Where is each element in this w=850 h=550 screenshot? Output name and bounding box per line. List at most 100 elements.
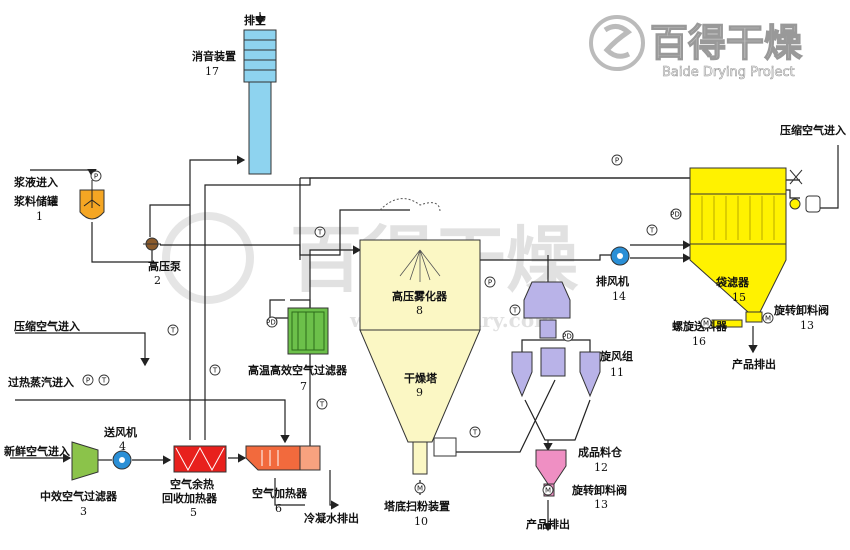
dryer-tower	[359, 198, 481, 475]
slurry-in-label: 浆液进入	[14, 175, 58, 189]
heat-recovery-number: 5	[190, 506, 197, 519]
medium-filter-number: 3	[80, 505, 87, 518]
agitator-icon	[83, 199, 101, 207]
bag-filter-number: 15	[732, 291, 746, 304]
svg-text:PDI: PDI	[670, 211, 682, 219]
blower-label: 送风机	[103, 425, 137, 439]
pressure-gauge-icon: P	[611, 154, 623, 166]
exhaust-fan	[610, 246, 630, 266]
bag-filter-label: 袋滤器	[715, 275, 750, 289]
temperature-sensor-icon: T	[167, 324, 179, 336]
company-logo: 百得干燥 Baide Drying Project	[589, 15, 804, 80]
svg-text:M: M	[765, 315, 771, 323]
screw-conveyor-label: 螺旋送料器	[672, 319, 728, 333]
svg-text:PDI: PDI	[266, 319, 278, 327]
svg-text:T: T	[212, 367, 218, 375]
pdi-gauge-icon: PDI	[266, 316, 278, 328]
hp-pump	[143, 237, 161, 251]
svg-text:P: P	[615, 157, 619, 165]
compressed-air-in-left-label: 压缩空气进入	[14, 319, 80, 333]
silencer-number: 17	[205, 65, 219, 78]
sweeper-number: 10	[414, 515, 428, 528]
temperature-sensor-icon: T	[316, 398, 328, 410]
product-bin-number: 12	[594, 461, 608, 474]
cyclone-number: 11	[610, 366, 624, 379]
temperature-sensor-icon: T	[469, 426, 481, 438]
product-bin-label: 成品料仓	[578, 445, 623, 459]
slurry-tank-number: 1	[36, 210, 43, 223]
atomizer-number: 8	[416, 304, 423, 317]
pipes	[10, 12, 839, 532]
cyclone-label: 旋风组	[599, 349, 633, 363]
svg-text:M: M	[545, 487, 551, 495]
svg-text:T: T	[319, 401, 325, 409]
heat-recovery-label-2: 回收加热器	[162, 491, 218, 505]
pressure-gauge-icon: P	[82, 374, 94, 386]
atomizer-label: 高压雾化器	[392, 289, 448, 303]
svg-text:T: T	[512, 307, 518, 315]
blower-number: 4	[119, 440, 126, 453]
heat-recovery-heater	[173, 445, 227, 473]
condensate-label: 冷凝水排出	[304, 511, 359, 525]
slurry-tank-label: 浆料储罐	[14, 194, 58, 208]
air-heater-label: 空气加热器	[252, 486, 308, 500]
rotary-valve-bottom-label: 旋转卸料阀	[571, 483, 627, 497]
sweeper-label: 塔底扫粉装置	[384, 499, 450, 513]
exhaust-fan-number: 14	[612, 290, 626, 303]
svg-text:T: T	[472, 429, 478, 437]
logo-swirl-icon	[603, 24, 633, 59]
svg-text:M: M	[417, 485, 423, 493]
watermark-logo-icon	[162, 212, 254, 304]
instruments: P T P T T T PDI T T P T PDI P PDI T M M …	[82, 154, 774, 496]
medium-filter-label: 中效空气过滤器	[40, 489, 118, 503]
cyclone-group	[511, 281, 601, 398]
product-out-right-label: 产品排出	[732, 357, 776, 371]
pressure-gauge-icon: P	[90, 170, 102, 182]
rotary-valve-right-label: 旋转卸料阀	[773, 303, 829, 317]
hepa-filter-number: 7	[300, 380, 307, 393]
hepa-filter	[287, 307, 329, 355]
svg-text:T: T	[649, 227, 655, 235]
temperature-sensor-icon: T	[209, 364, 221, 376]
svg-text:T: T	[101, 377, 107, 385]
fresh-air-in-label: 新鲜空气进入	[4, 444, 70, 458]
svg-text:P: P	[488, 279, 492, 287]
rotary-valve-right-number: 13	[800, 319, 814, 332]
svg-text:T: T	[317, 229, 323, 237]
slurry-tank	[79, 180, 105, 220]
svg-text:PDI: PDI	[562, 333, 574, 341]
logo-chinese: 百得干燥	[650, 20, 803, 65]
svg-text:T: T	[170, 327, 176, 335]
svg-text:P: P	[94, 173, 98, 181]
steam-in-label: 过热蒸汽进入	[8, 375, 74, 389]
air-heater	[245, 445, 321, 471]
motor-icon: M	[762, 312, 774, 324]
motor-icon: M	[414, 482, 426, 494]
svg-text:M: M	[703, 320, 709, 328]
svg-text:P: P	[86, 377, 90, 385]
temperature-sensor-icon: T	[314, 226, 326, 238]
pdi-gauge-icon: PDI	[670, 208, 682, 220]
rotary-valve-bottom-number: 13	[594, 498, 608, 511]
product-out-bottom-label: 产品排出	[526, 517, 570, 531]
dryer-number: 9	[416, 386, 423, 399]
pressure-gauge-icon: P	[484, 276, 496, 288]
hp-pump-label: 高压泵	[148, 259, 181, 273]
silencer	[243, 29, 277, 175]
air-heater-number: 6	[275, 502, 282, 515]
logo-circle-icon	[589, 15, 645, 71]
medium-filter	[71, 441, 99, 481]
compressed-air-in-right-label: 压缩空气进入	[780, 123, 846, 137]
pulse-valve-icon	[789, 169, 821, 213]
temperature-sensor-icon: T	[509, 304, 521, 316]
bag-filter	[689, 167, 787, 328]
motor-icon: M	[700, 317, 712, 329]
silencer-label: 消音装置	[192, 49, 236, 63]
logo-english: Baide Drying Project	[662, 65, 795, 80]
heat-recovery-label: 空气余热	[170, 477, 214, 491]
temperature-sensor-icon: T	[646, 224, 658, 236]
blower	[112, 450, 132, 470]
exhaust-fan-label: 排风机	[596, 274, 629, 288]
screw-conveyor-number: 16	[692, 335, 706, 348]
